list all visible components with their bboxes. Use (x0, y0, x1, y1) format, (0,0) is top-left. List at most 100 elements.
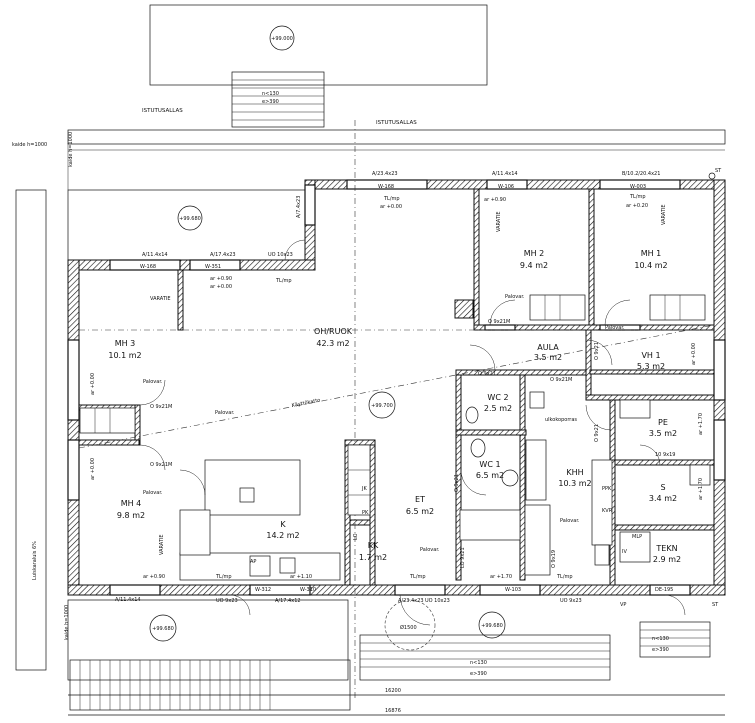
top-stairs (231, 71, 325, 128)
ar-oh: ar +0.00 (380, 204, 402, 210)
room-mh2-area: 9.4 m2 (520, 261, 548, 270)
room-tekn-area: 2.9 m2 (653, 555, 681, 564)
ar-vh1: ar +0.00 (691, 343, 697, 365)
front-stairs-n: n<130 (470, 660, 487, 666)
palovar-mh3: Palovar. (143, 379, 163, 385)
room-aula-name: AULA (537, 343, 559, 352)
side-stairs-n: n<130 (652, 636, 669, 642)
room-khh-area: 10.3 m2 (558, 479, 591, 488)
front-stairs (359, 634, 611, 681)
window-w1-label: A/11.4x14 (142, 252, 168, 258)
top-terrace: +99.000 n<130 e>390 ISTUTUSALLAS ISTUTUS… (12, 4, 726, 190)
palovar-mh2: Palovar. (505, 294, 525, 300)
ar-mh4-side: ar +0.00 (90, 458, 96, 480)
door-vh1: O 9x21 (594, 342, 600, 360)
ar-pe: ar +1.70 (698, 413, 704, 435)
room-khh-name: KHH (566, 468, 583, 477)
top-windows: A/23.4x23 W-168 A/11.4x14 W-106 B/10.2/2… (372, 168, 722, 190)
ar-mh4: ar +0.90 (143, 574, 165, 580)
top-railing-label: kaide h=1000 (12, 142, 47, 148)
room-mh4-area: 9.8 m2 (117, 511, 145, 520)
window-w2-label: A/17.4x23 (210, 252, 236, 258)
bottom-door-3: UO 9x23 (560, 598, 582, 604)
interior-walls (78, 188, 715, 586)
bottom-door-2: UO 10x23 (425, 598, 450, 604)
door-mh2: O 9x21M (488, 319, 510, 325)
bottom-railing-label: kaide h=1000 (64, 605, 70, 640)
top-stairs-e: e>390 (262, 99, 279, 105)
ar-k: ar +1.10 (290, 574, 312, 580)
door-mh4: O 9x21M (150, 462, 172, 468)
fixtures (79, 294, 711, 581)
ceiling-line: Käyttökatto (78, 120, 715, 700)
bottom-window-5: A/23.4x23 (398, 598, 424, 604)
side-stairs-e: e>390 (652, 647, 669, 653)
main-level-marker: +99.700 (368, 391, 396, 419)
bottom-level-right-marker (478, 611, 506, 639)
room-k-area: 14.2 m2 (266, 531, 299, 540)
door-et: LO 9x21 (460, 547, 466, 568)
bottom-door-1: UO 9x23 (216, 598, 238, 604)
bottom-window-7: DE-195 (655, 587, 673, 593)
dim-outer: 16876 (385, 708, 401, 714)
door-aula: O 9x21M (550, 377, 572, 383)
room-oh-name: OH/RUOK (314, 327, 353, 336)
side-stairs (639, 621, 711, 658)
room-vh1-area: 5.3 m2 (637, 362, 665, 371)
front-stairs-e: e>390 (470, 671, 487, 677)
label-ap: AP (250, 559, 256, 565)
window-top-3-code: W-003 (630, 184, 646, 190)
tlmp-et: TL/mp (409, 574, 426, 580)
corner-st-top: ST (715, 168, 722, 174)
terrace-slab (149, 4, 488, 86)
bottom-level-left-marker (149, 614, 177, 642)
label-kvr: KVR (602, 508, 613, 514)
room-mh3-name: MH 3 (115, 339, 136, 348)
label-mlp: MLP (632, 534, 642, 540)
palovar-mh1: Palovar. (605, 325, 625, 331)
room-k-name: K (280, 520, 286, 529)
terrace-level-marker (177, 205, 203, 231)
room-wc2-area: 2.5 m2 (484, 404, 512, 413)
door-wc2: O 9x21 (478, 371, 496, 377)
doors (139, 299, 686, 626)
planter-right-label: ISTUTUSALLAS (376, 120, 417, 126)
bottom-window-2: W-312 (255, 587, 271, 593)
annotations: VARATIE VARATIE VARATIE VARATIE Palovar.… (90, 194, 704, 608)
room-pe-name: PE (658, 418, 668, 427)
palovar-oh: Palovar. (215, 410, 235, 416)
terrace-ar000: ar +0.00 (210, 284, 232, 290)
room-oh-area: 42.3 m2 (316, 339, 349, 348)
outer-walls (67, 179, 726, 596)
label-vp: VP (620, 602, 626, 608)
room-mh2-name: MH 2 (524, 249, 545, 258)
bottom-window-4: W-310 (300, 587, 316, 593)
label-lo: LO (353, 533, 359, 540)
label-iv: IV (622, 549, 627, 555)
slope-label: Luiskaraluis 6% (32, 541, 38, 580)
room-mh1-area: 10.4 m2 (634, 261, 667, 270)
level-marker-label: +99.000 (271, 36, 293, 42)
ulkokoporas: ulkokoporras (545, 417, 577, 423)
vaatie-mh4: VARATIE (159, 534, 165, 555)
vaatie-mh2: VARATIE (496, 211, 502, 232)
palovar-mh4: Palovar. (143, 490, 163, 496)
ar-et: ar +1.70 (490, 574, 512, 580)
tlmp-khh: TL/mp (556, 574, 573, 580)
door-mh3: O 9x21M (150, 404, 172, 410)
main-level-text: +99.700 (371, 403, 393, 409)
terrace-level-text: +99.680 (179, 216, 201, 222)
room-vh1-name: VH 1 (641, 351, 660, 360)
corner-st-bottom: ST (712, 602, 719, 608)
turning-circle-label: Ø1500 (400, 624, 417, 631)
room-et-name: ET (415, 495, 425, 504)
label-ppk: PPK (602, 486, 612, 492)
side-window-label: A/7.4x23 (296, 196, 302, 218)
label-pk: PK (362, 510, 369, 516)
room-mh3-area: 10.1 m2 (108, 351, 141, 360)
level-marker (269, 25, 295, 51)
ar-mh2: ar +0.90 (484, 197, 506, 203)
terrace-ar090: ar +0.90 (210, 276, 232, 282)
room-tekn-name: TEKN (655, 544, 677, 553)
